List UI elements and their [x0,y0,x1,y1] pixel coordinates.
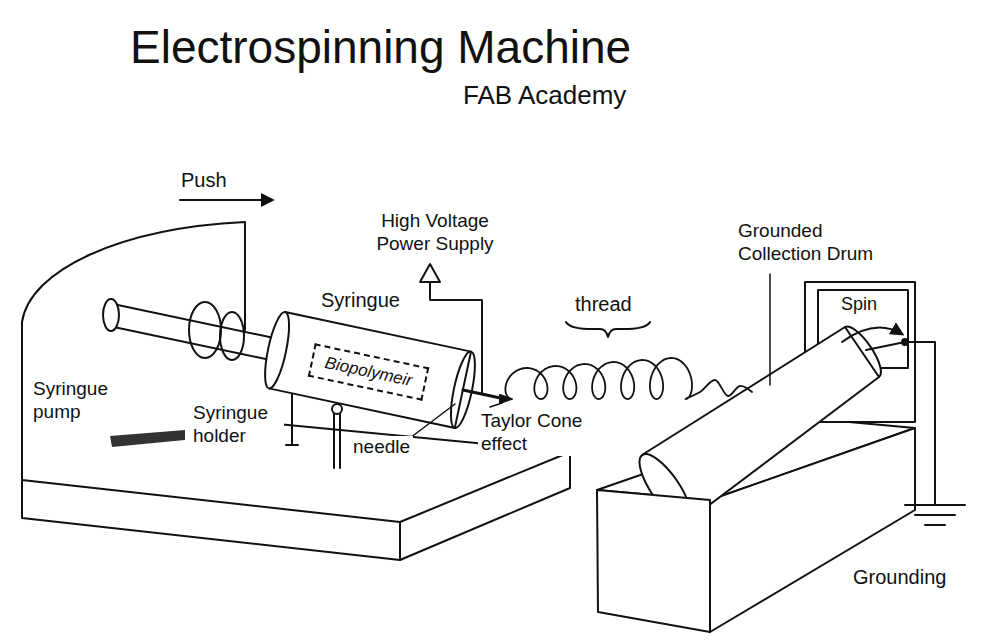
axle [866,342,905,350]
part-label: FAB Academy [460,80,629,111]
leader-line [490,403,502,407]
stand-front [597,490,710,632]
brace [566,322,650,337]
ground-wire [905,342,935,505]
part-label: Grounding [850,565,949,589]
holder-ring [220,312,244,360]
holder-ring [189,302,221,358]
holder-post [286,392,298,445]
part-label: Syringue pump [30,378,124,424]
plunger-rod [109,304,279,361]
material-label: Biopolymeir [322,353,413,391]
push-arrow [180,199,272,201]
needle-support [332,404,342,414]
leader-line [769,274,771,385]
spin-arrow [842,328,902,342]
hv-wire [430,282,482,394]
fiber-thread [505,358,752,399]
part-label: Grounded Collection Drum [735,220,896,266]
part-label: thread [572,292,635,316]
part-label: Spin [838,294,880,316]
title: Electrospinning Machine [130,20,631,75]
base-front [22,480,400,560]
power-symbol [420,264,440,282]
ground-symbol [905,505,965,525]
barrel-body [269,312,471,428]
shadow [110,430,185,447]
needle [463,390,505,399]
part-label: needle [350,436,413,459]
part-label: Push [178,168,230,192]
leader-line [410,404,455,438]
syringe-barrel [260,310,480,430]
material-box: Biopolymeir [307,343,428,401]
part-label: High Voltage Power Supply [352,210,518,256]
part-label: Syringue holder [190,402,284,448]
plunger-cap [103,299,119,331]
part-label: Taylor Cone effect [478,410,604,456]
base-side [400,452,570,560]
part-label: Syringue [318,288,403,312]
barrel-end [260,310,294,390]
needle-support-post [334,414,340,468]
